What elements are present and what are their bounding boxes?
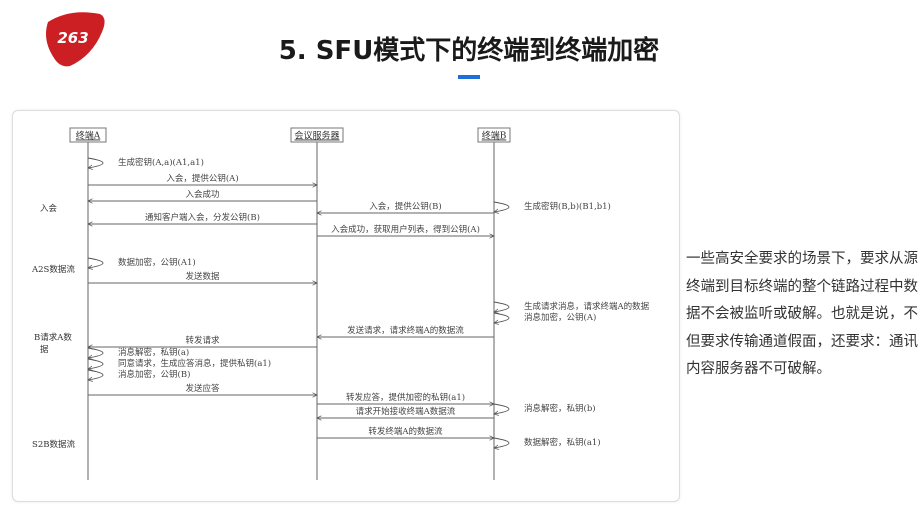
participant-label: 会议服务器 (294, 130, 339, 142)
message-label: 转发请求 (185, 335, 220, 346)
self-message-loop (88, 157, 104, 168)
self-message-label: 生成请求消息，请求终端A的数据 (524, 301, 650, 312)
phase-label: A2S数据流 (31, 264, 75, 275)
participant-box (290, 127, 344, 143)
message-label: 发送请求，请求终端A的数据流 (347, 325, 464, 336)
self-message-loop (494, 301, 510, 312)
self-message-label: 数据解密，私钥(a1) (524, 437, 601, 448)
self-message-loop (494, 312, 510, 323)
participant-label: 终端B (482, 130, 507, 142)
message-label: 通知客户端入会，分发公钥(B) (145, 212, 260, 223)
self-message-loop (494, 437, 510, 448)
phase-label: 入会 (40, 203, 58, 214)
self-message-loop (494, 201, 510, 212)
description-text: 一些高安全要求的场景下，要求从源终端到目标终端的整个链路过程中数据不会被监听或破… (686, 251, 918, 377)
message-label: 入会成功，获取用户列表，得到公钥(A) (331, 224, 480, 235)
message-label: 入会，提供公钥(B) (369, 201, 441, 212)
self-message-label: 数据加密，公钥(A1) (118, 257, 196, 268)
message-label: 发送应答 (185, 383, 220, 394)
message-label: 入会，提供公钥(A) (166, 173, 238, 184)
phase-label: S2B数据流 (32, 439, 75, 450)
self-message-label: 消息加密，公钥(B) (118, 369, 190, 380)
self-message-loop (88, 347, 104, 358)
svg-text:263: 263 (57, 29, 88, 47)
message-label: 发送数据 (185, 271, 220, 282)
self-message-label: 生成密钥(A,a)(A1,a1) (118, 157, 204, 168)
title-underline (458, 75, 480, 79)
self-message-label: 生成密钥(B,b)(B1,b1) (524, 201, 611, 212)
slide-title: 5. SFU模式下的终端到终端加密 (278, 36, 660, 66)
participant-box (69, 127, 107, 143)
message-label: 转发终端A的数据流 (368, 426, 443, 437)
self-message-label: 消息解密，私钥(b) (524, 403, 596, 414)
self-message-loop (88, 369, 104, 380)
phase-label: 据 (40, 344, 49, 355)
self-message-loop (88, 257, 104, 268)
self-message-loop (88, 358, 104, 369)
self-message-label: 同意请求，生成应答消息，提供私钥(a1) (118, 358, 271, 369)
self-message-loop (494, 403, 510, 414)
message-label: 转发应答，提供加密的私钥(a1) (346, 392, 465, 403)
self-message-label: 消息加密，公钥(A) (524, 312, 596, 323)
self-message-label: 消息解密，私钥(a) (118, 347, 189, 358)
company-logo: 263 (46, 12, 105, 67)
phase-label: B请求A数 (34, 332, 72, 343)
message-label: 入会成功 (185, 189, 219, 200)
participant-label: 终端A (76, 130, 101, 142)
participant-box (477, 127, 511, 143)
message-label: 请求开始接收终端A数据流 (356, 406, 456, 417)
sequence-diagram-panel (12, 110, 680, 502)
